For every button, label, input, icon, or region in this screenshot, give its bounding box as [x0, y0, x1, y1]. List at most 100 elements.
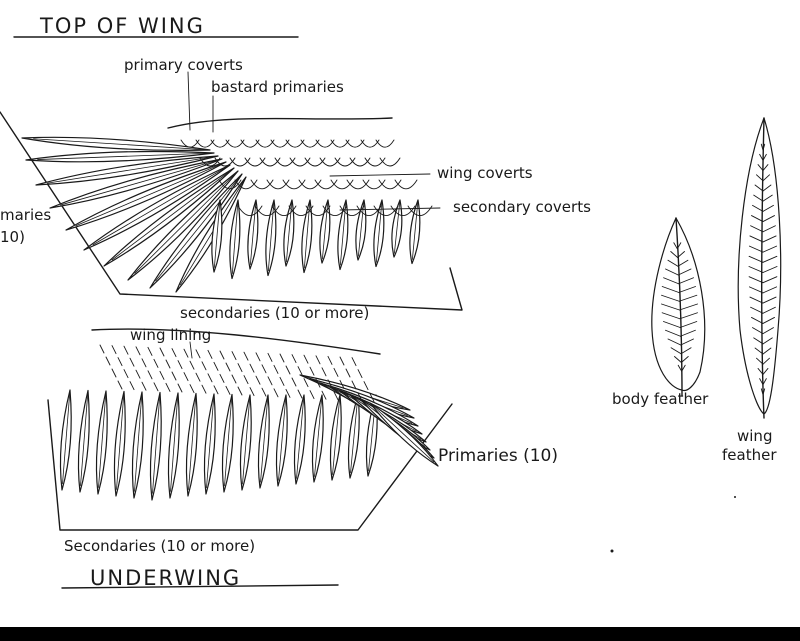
wing-barb [760, 388, 764, 396]
lining-stroke [147, 346, 153, 356]
wing-barb [759, 378, 764, 386]
underwing-feather-shaft [314, 394, 323, 477]
covert-scallop [314, 179, 338, 190]
covert-scallop [271, 205, 297, 217]
lining-stroke [327, 379, 333, 389]
lining-stroke [339, 356, 345, 366]
lining-stroke [159, 370, 165, 380]
wing-barb [757, 367, 764, 375]
lining-stroke [195, 349, 201, 359]
lining-stroke [357, 392, 363, 402]
covert-scallop [334, 157, 356, 167]
wing-barb [756, 174, 764, 182]
body-barb [679, 329, 696, 337]
underwing-feather-shaft [350, 394, 359, 474]
lining-stroke [123, 369, 129, 379]
body-barb [665, 268, 679, 276]
body-barb [679, 312, 698, 320]
lining-stroke [177, 360, 183, 370]
lining-stroke [327, 355, 333, 365]
lining-stroke [219, 350, 225, 360]
lining-stroke [219, 373, 225, 383]
covert-scallop [282, 179, 306, 190]
covert-scallop [378, 179, 402, 190]
top-secondary-feather-shaft [285, 199, 293, 263]
top-primary-feather-shaft [46, 155, 219, 184]
top-wing-primaries [21, 136, 247, 293]
label-secondaries-under: Secondaries (10 or more) [64, 537, 255, 555]
lining-stroke [255, 375, 261, 385]
wing-barb [762, 337, 773, 345]
lining-stroke [129, 381, 135, 391]
lining-stroke [249, 363, 255, 373]
wing-barb [762, 164, 769, 172]
lining-stroke [369, 393, 375, 403]
wing-feather-figure: wing feather [722, 117, 782, 464]
wing-barb [762, 143, 766, 151]
underwing-leading-edge [91, 328, 381, 355]
lining-stroke [207, 349, 213, 359]
wing-lining-leader [189, 341, 193, 359]
covert-scallop [218, 179, 242, 190]
lining-stroke [129, 357, 135, 367]
lining-stroke [303, 354, 309, 364]
lining-stroke [117, 357, 123, 367]
lining-stroke [315, 355, 321, 365]
wing-barb [750, 225, 764, 233]
underwing-feather-shaft [278, 394, 287, 481]
top-secondary-feather-shaft [411, 199, 419, 260]
lining-stroke [333, 367, 339, 377]
lining-stroke [183, 348, 189, 358]
wing-barb [762, 255, 778, 263]
body-barb [679, 321, 698, 328]
wing-barb [762, 286, 778, 294]
lining-stroke [297, 389, 303, 399]
label-bastard-primaries: bastard primaries [211, 78, 344, 96]
label-wing-lining: wing lining [130, 326, 211, 344]
body-barb [676, 242, 682, 250]
lining-stroke [165, 359, 171, 369]
lining-stroke [177, 383, 183, 393]
top-wing-secondaries [211, 199, 421, 280]
lining-stroke [171, 348, 177, 358]
wing-barb [752, 204, 764, 212]
wing-barb [754, 184, 764, 192]
underwing-feather-shaft [80, 390, 89, 486]
wing-barb [751, 317, 764, 324]
wing-barb [762, 245, 778, 253]
top-secondary-feather-shaft [231, 199, 239, 274]
top-primary-feather-shaft [111, 167, 235, 261]
covert-scallop [214, 157, 236, 167]
wing-barb [748, 255, 764, 263]
lining-stroke [345, 391, 351, 401]
wing-barb [749, 296, 764, 304]
covert-scallop [375, 139, 395, 148]
covert-scallop [304, 157, 326, 167]
lining-stroke [261, 387, 267, 397]
lining-stroke [357, 369, 363, 379]
covert-scallop [229, 157, 251, 167]
lining-stroke [351, 357, 357, 367]
lining-stroke [201, 384, 207, 394]
body-barb [663, 277, 680, 285]
lining-stroke [153, 382, 159, 392]
lining-stroke [243, 375, 249, 385]
wing-barb [762, 184, 772, 192]
body-barb [681, 364, 686, 372]
lining-stroke [309, 366, 315, 376]
lining-stroke [363, 381, 369, 391]
wing-barb [762, 306, 776, 314]
lining-stroke [183, 372, 189, 382]
lining-stroke [243, 351, 249, 361]
label-wing-coverts: wing coverts [437, 164, 533, 182]
wing-barb [762, 204, 774, 212]
body-barb [670, 251, 679, 258]
lining-stroke [189, 384, 195, 394]
covert-scallop [199, 157, 221, 167]
underwing-feather-shaft [116, 391, 125, 490]
wing-barb [748, 266, 764, 273]
lining-stroke [291, 377, 297, 387]
lining-stroke [195, 372, 201, 382]
underwing-feather-shaft [332, 394, 341, 475]
